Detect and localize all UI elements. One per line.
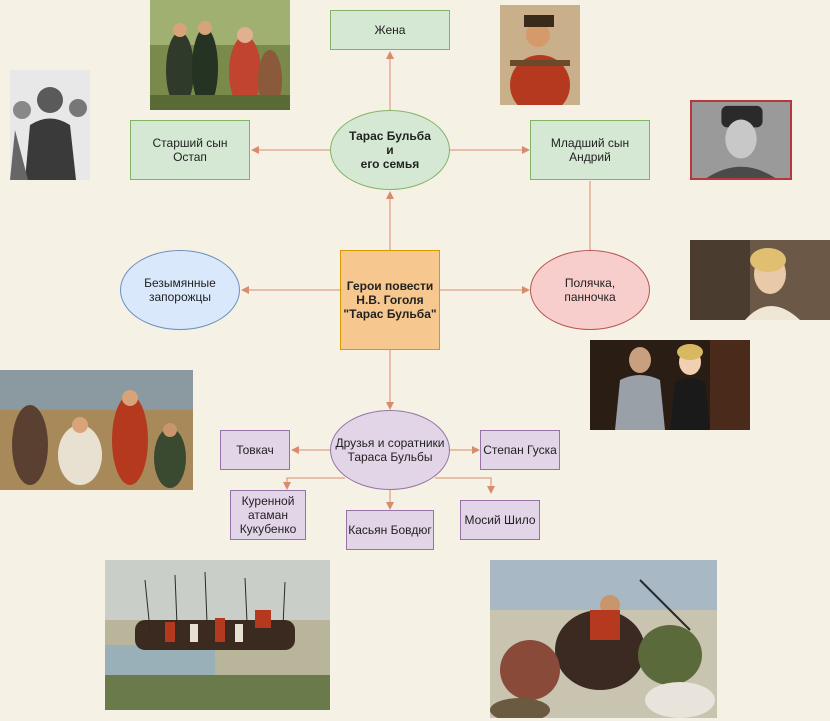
edge-friends-mosiy [435, 478, 491, 493]
kukubenko-node: Куренной атаман Кукубенко [230, 490, 306, 540]
family-node: Тарас Бульба и его семья [330, 110, 450, 190]
center-node: Герои повести Н.В. Гоголя "Тарас Бульба" [340, 250, 440, 350]
polish-girl-photo [690, 240, 830, 320]
cossack-army-painting [105, 560, 330, 710]
stepan-node: Степан Гуска [480, 430, 560, 470]
nameless-node: Безымянные запорожцы [120, 250, 240, 330]
wife-node: Жена [330, 10, 450, 50]
kasyan-node: Касьян Бовдюг [346, 510, 434, 550]
andriy-and-girl-photo [590, 340, 750, 430]
cossacks-letter-painting [0, 370, 193, 490]
younger-son-node: Младший сын Андрий [530, 120, 650, 180]
ostap-sketch [10, 70, 90, 180]
andriy-portrait [690, 100, 792, 180]
taras-portrait-painting [500, 5, 580, 105]
tovkach-node: Товкач [220, 430, 290, 470]
cossacks-group-painting [150, 0, 290, 110]
friends-node: Друзья и соратники Тараса Бульбы [330, 410, 450, 490]
battle-painting [490, 560, 717, 718]
older-son-node: Старший сын Остап [130, 120, 250, 180]
edge-friends-kukubenko [287, 478, 345, 489]
polish-girl-node: Полячка, панночка [530, 250, 650, 330]
mosiy-node: Мосий Шило [460, 500, 540, 540]
